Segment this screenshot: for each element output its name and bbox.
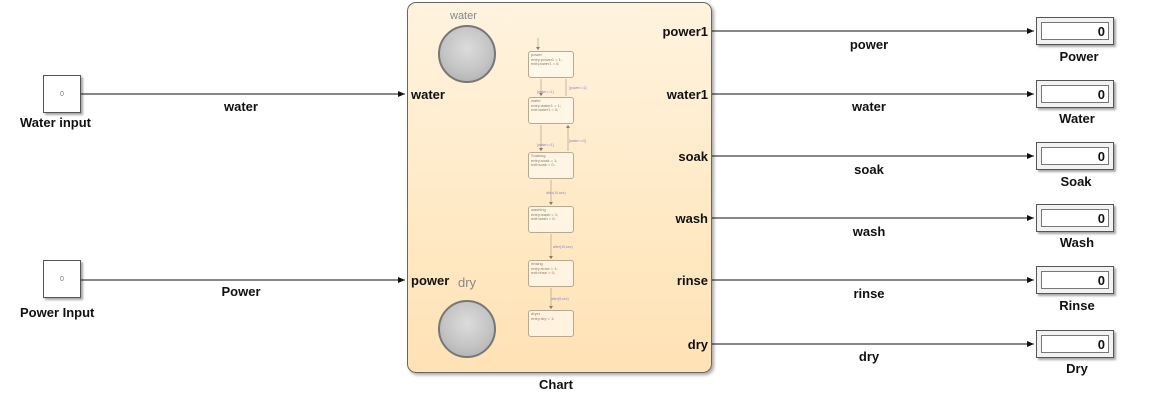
wash-display-value: 0 — [1041, 209, 1109, 227]
wash-output-signal-label: wash — [852, 224, 886, 239]
dry-display-block[interactable]: 0 — [1036, 330, 1114, 358]
water-display-value: 0 — [1041, 85, 1109, 103]
chart-label: Chart — [539, 377, 573, 392]
water-display-label: Water — [1059, 111, 1095, 126]
power-display-block[interactable]: 0 — [1036, 17, 1114, 45]
water-display-block[interactable]: 0 — [1036, 80, 1114, 108]
water-lamp-label: water — [450, 10, 477, 22]
water-lamp-indicator — [438, 25, 496, 83]
wash-display-label: Wash — [1059, 235, 1095, 250]
dry-display-value: 0 — [1041, 335, 1109, 353]
chart-outport-water1: water1 — [666, 87, 708, 102]
rinse-display-value: 0 — [1041, 271, 1109, 289]
water-input-label: Water input — [20, 115, 92, 130]
power-signal-label: Power — [221, 284, 261, 299]
power-input-label: Power Input — [20, 305, 95, 320]
state-dryer[interactable]: dryer entry:dry = 1; — [528, 310, 574, 337]
chart-outport-power1: power1 — [662, 24, 708, 39]
transition-label-water-cond: [water==1] — [537, 90, 554, 94]
dry-lamp-label: dry — [458, 275, 477, 290]
transition-label-water-back: [water==0] — [569, 139, 586, 143]
power-output-signal-label: power — [849, 37, 889, 52]
water-signal-label: water — [224, 99, 258, 114]
water-input-block[interactable]: 0 — [43, 75, 81, 113]
soak-output-signal-label: soak — [854, 162, 884, 177]
dry-output-signal-label: dry — [858, 349, 880, 364]
chart-inport-water: water — [411, 87, 445, 102]
transition-label-water-on: [water==1] — [537, 143, 554, 147]
rinse-output-signal-label: rinse — [853, 286, 885, 301]
transition-label-soak-after: after(10,sec) — [546, 191, 566, 195]
water-input-value: 0 — [60, 90, 64, 98]
state-soaking[interactable]: Soaking entry:soak = 1; exit:soak = 0; — [528, 152, 574, 179]
dry-display-label: Dry — [1066, 361, 1088, 376]
chart-outport-wash: wash — [675, 211, 708, 226]
chart-inport-power: power — [411, 273, 450, 288]
transition-label-rinse-after: after(5,sec) — [551, 297, 569, 301]
wash-display-block[interactable]: 0 — [1036, 204, 1114, 232]
rinse-display-label: Rinse — [1059, 298, 1095, 313]
state-power[interactable]: power entry:power1 = 1; exit:power1 = 0; — [528, 51, 574, 78]
dry-lamp-indicator — [438, 300, 496, 358]
chart-outport-dry: dry — [687, 337, 708, 352]
soak-display-block[interactable]: 0 — [1036, 142, 1114, 170]
water-output-signal-label: water — [852, 99, 886, 114]
chart-outport-rinse: rinse — [676, 273, 708, 288]
state-water[interactable]: water entry:water1 = 1; exit:water1 = 0; — [528, 97, 574, 124]
power-input-value: 0 — [60, 275, 64, 283]
rinse-display-block[interactable]: 0 — [1036, 266, 1114, 294]
chart-outport-soak: soak — [678, 149, 708, 164]
transition-label-wash-after: after(10,sec) — [553, 245, 573, 249]
power-input-block[interactable]: 0 — [43, 260, 81, 298]
power-display-label: Power — [1059, 49, 1099, 64]
transition-label-power-on: [power==1] — [569, 86, 587, 90]
state-rinsing[interactable]: rinsing entry:rinse = 1; exit:rinse = 0; — [528, 260, 574, 287]
soak-display-label: Soak — [1060, 174, 1092, 189]
state-washing[interactable]: washing entry:wash = 1; exit:wash = 0; — [528, 206, 574, 233]
power-display-value: 0 — [1041, 22, 1109, 40]
soak-display-value: 0 — [1041, 147, 1109, 165]
